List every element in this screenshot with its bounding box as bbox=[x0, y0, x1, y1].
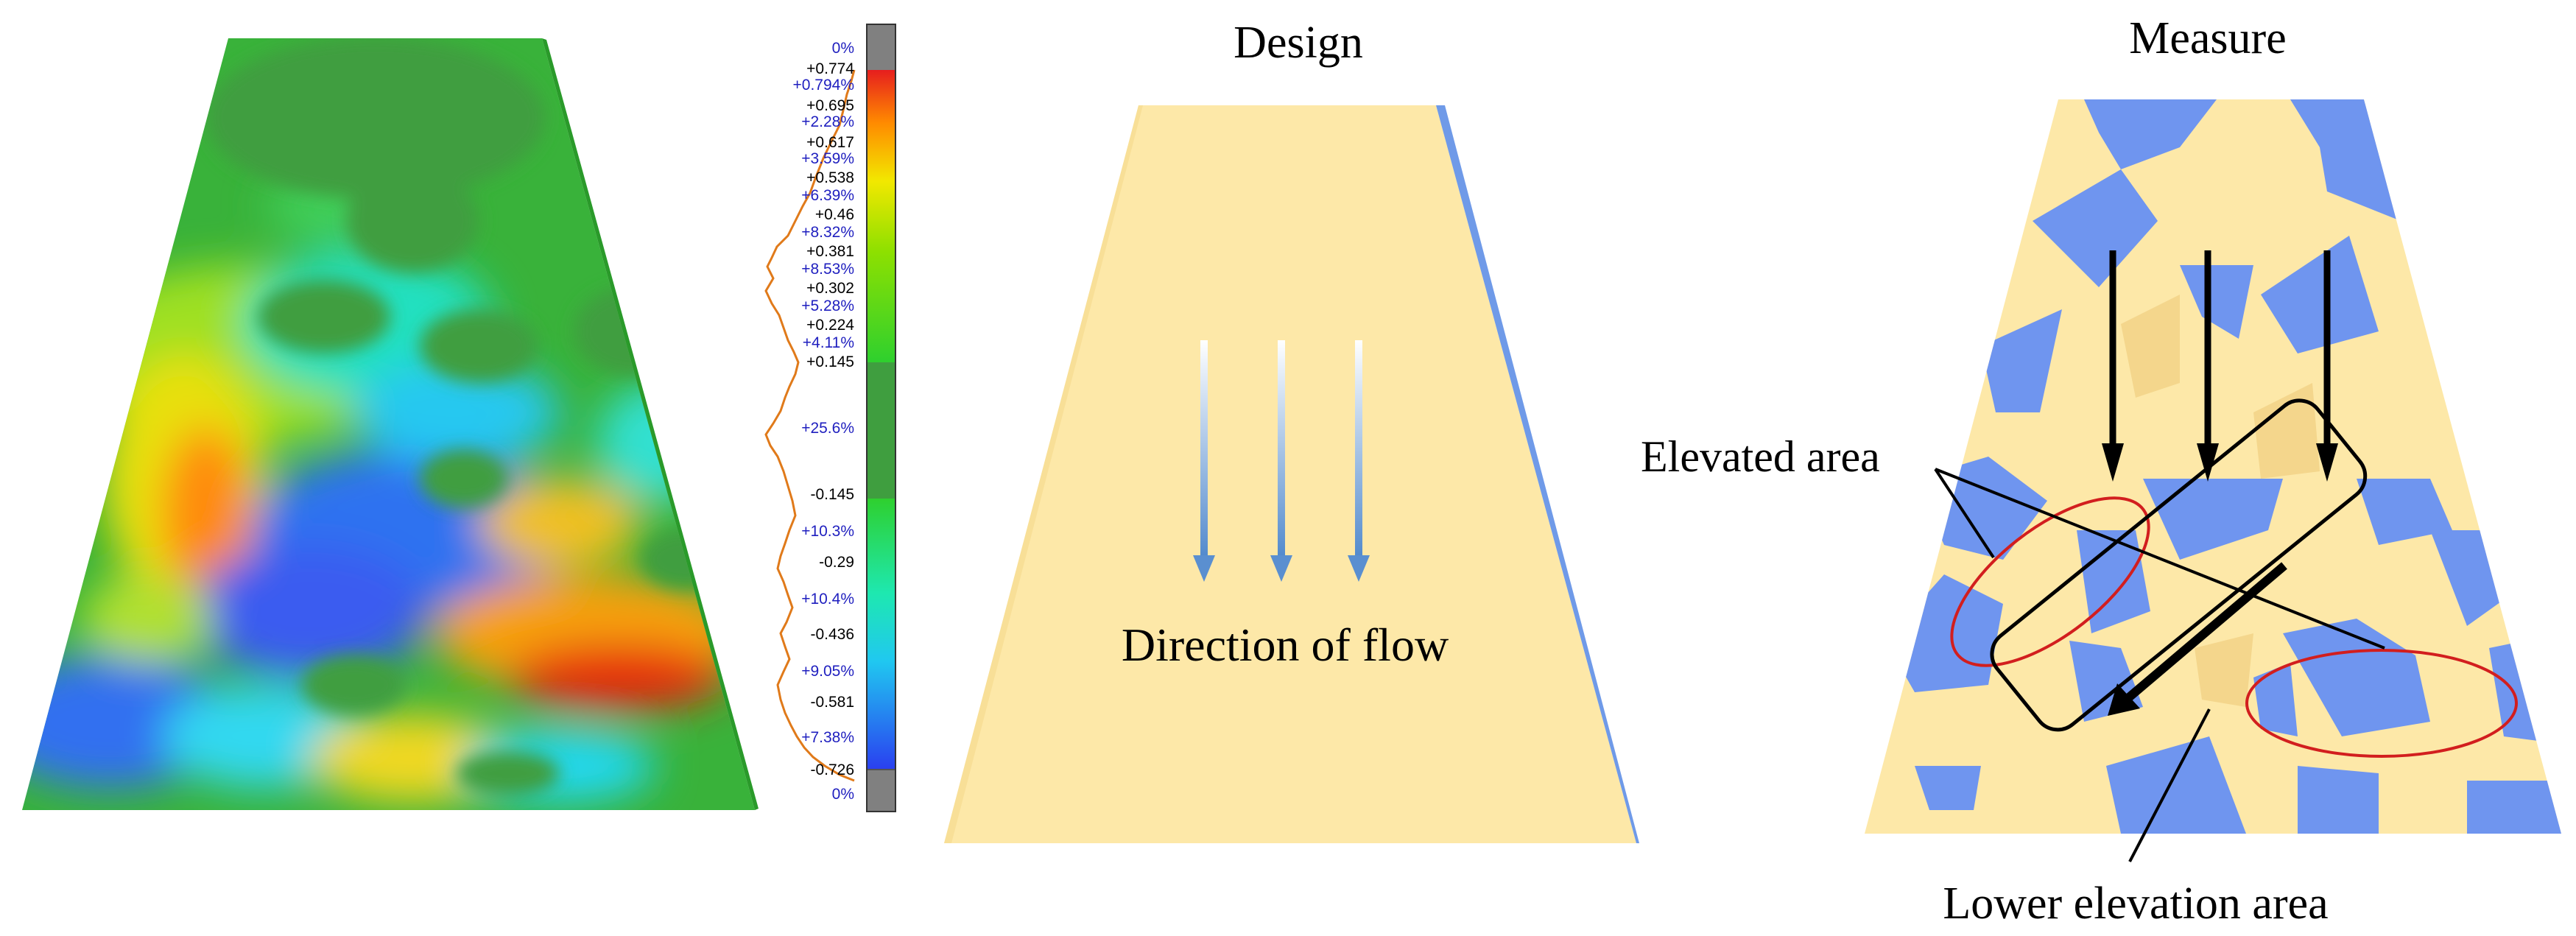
flow-arrow bbox=[2102, 250, 2124, 482]
flow-arrow bbox=[1348, 340, 1370, 582]
scale-percent-label: +9.05% bbox=[801, 663, 854, 680]
scale-out-of-range-bottom bbox=[866, 769, 896, 812]
scale-percent-label: +25.6% bbox=[801, 420, 854, 437]
scale-value-label: +0.302 bbox=[806, 280, 854, 297]
scale-value-label: -0.726 bbox=[810, 761, 854, 778]
heatmap-edge bbox=[542, 38, 759, 810]
flow-direction-label: Direction of flow bbox=[1122, 619, 1449, 671]
scale-value-label: +0.538 bbox=[806, 169, 854, 186]
measure-title: Measure bbox=[2129, 13, 2286, 63]
flow-arrow bbox=[1193, 340, 1215, 582]
scale-out-of-range-top bbox=[866, 24, 896, 71]
flow-arrows bbox=[1193, 340, 1370, 582]
scale-low-band bbox=[867, 499, 895, 770]
scale-value-label: +0.695 bbox=[806, 97, 854, 114]
color-scale bbox=[866, 24, 896, 812]
design-side-edge bbox=[1436, 105, 1639, 843]
scale-percent-label: +4.11% bbox=[803, 334, 854, 351]
scale-percent-label: +10.4% bbox=[801, 591, 854, 608]
design-title: Design bbox=[1234, 18, 1363, 68]
flow-arrow bbox=[2197, 250, 2219, 482]
scale-value-label: +0.774 bbox=[806, 60, 854, 77]
measure-panel: Measure bbox=[1641, 13, 2561, 929]
lower-elevation-label: Lower elevation area bbox=[1943, 879, 2328, 929]
scale-value-label: -0.145 bbox=[810, 486, 854, 503]
scale-percent-label: +8.53% bbox=[801, 261, 854, 278]
scale-value-label: +0.381 bbox=[806, 243, 854, 260]
scale-value-label: +0.224 bbox=[806, 317, 854, 334]
scale-percent-label: +0.794% bbox=[793, 77, 855, 94]
scale-percent-label: 0% bbox=[832, 40, 854, 57]
scale-labels: 0% +0.774+0.794% +0.695+2.28% +0.617+3.59% +… bbox=[793, 40, 855, 803]
scale-percent-label: +10.3% bbox=[801, 523, 854, 540]
design-surface bbox=[944, 105, 1636, 843]
scale-value-label: -0.29 bbox=[819, 554, 854, 571]
scale-percent-label: +8.32% bbox=[801, 224, 854, 241]
scale-value-label: -0.581 bbox=[810, 694, 854, 711]
scale-percent-label: +2.28% bbox=[801, 113, 854, 130]
callout-lines bbox=[1934, 468, 2385, 862]
design-panel: Design Direction of flow bbox=[944, 18, 1639, 843]
scale-value-label: +0.46 bbox=[815, 206, 854, 223]
flow-arrow bbox=[1270, 340, 1292, 582]
scale-neutral-band bbox=[867, 362, 895, 499]
flow-arrow bbox=[2316, 250, 2338, 482]
scale-percent-label: +5.28% bbox=[801, 298, 854, 314]
measure-flow-arrows bbox=[2102, 250, 2338, 482]
lower-flow-arrow bbox=[2108, 562, 2287, 716]
scale-percent-label: +7.38% bbox=[801, 729, 854, 746]
deviation-histogram bbox=[764, 69, 856, 782]
scale-percent-label: +6.39% bbox=[801, 187, 854, 204]
lower-elevation-box bbox=[1990, 398, 2368, 732]
scale-value-label: -0.436 bbox=[810, 626, 854, 643]
scale-percent-label: 0% bbox=[832, 786, 854, 803]
scale-percent-label: +3.59% bbox=[801, 150, 854, 167]
elevated-area-label: Elevated area bbox=[1641, 432, 1880, 481]
deviation-heatmap bbox=[22, 38, 755, 810]
elevated-area-ellipse-right bbox=[2245, 649, 2518, 758]
measured-surface bbox=[1865, 99, 2561, 834]
scale-value-label: +0.617 bbox=[806, 134, 854, 151]
elevated-area-ellipse-left bbox=[1950, 496, 2150, 667]
scale-value-label: +0.145 bbox=[806, 353, 854, 370]
heatmap-panel: 0% +0.774+0.794% +0.695+2.28% +0.617+3.59% +… bbox=[22, 24, 896, 812]
scale-high-band bbox=[867, 70, 895, 362]
